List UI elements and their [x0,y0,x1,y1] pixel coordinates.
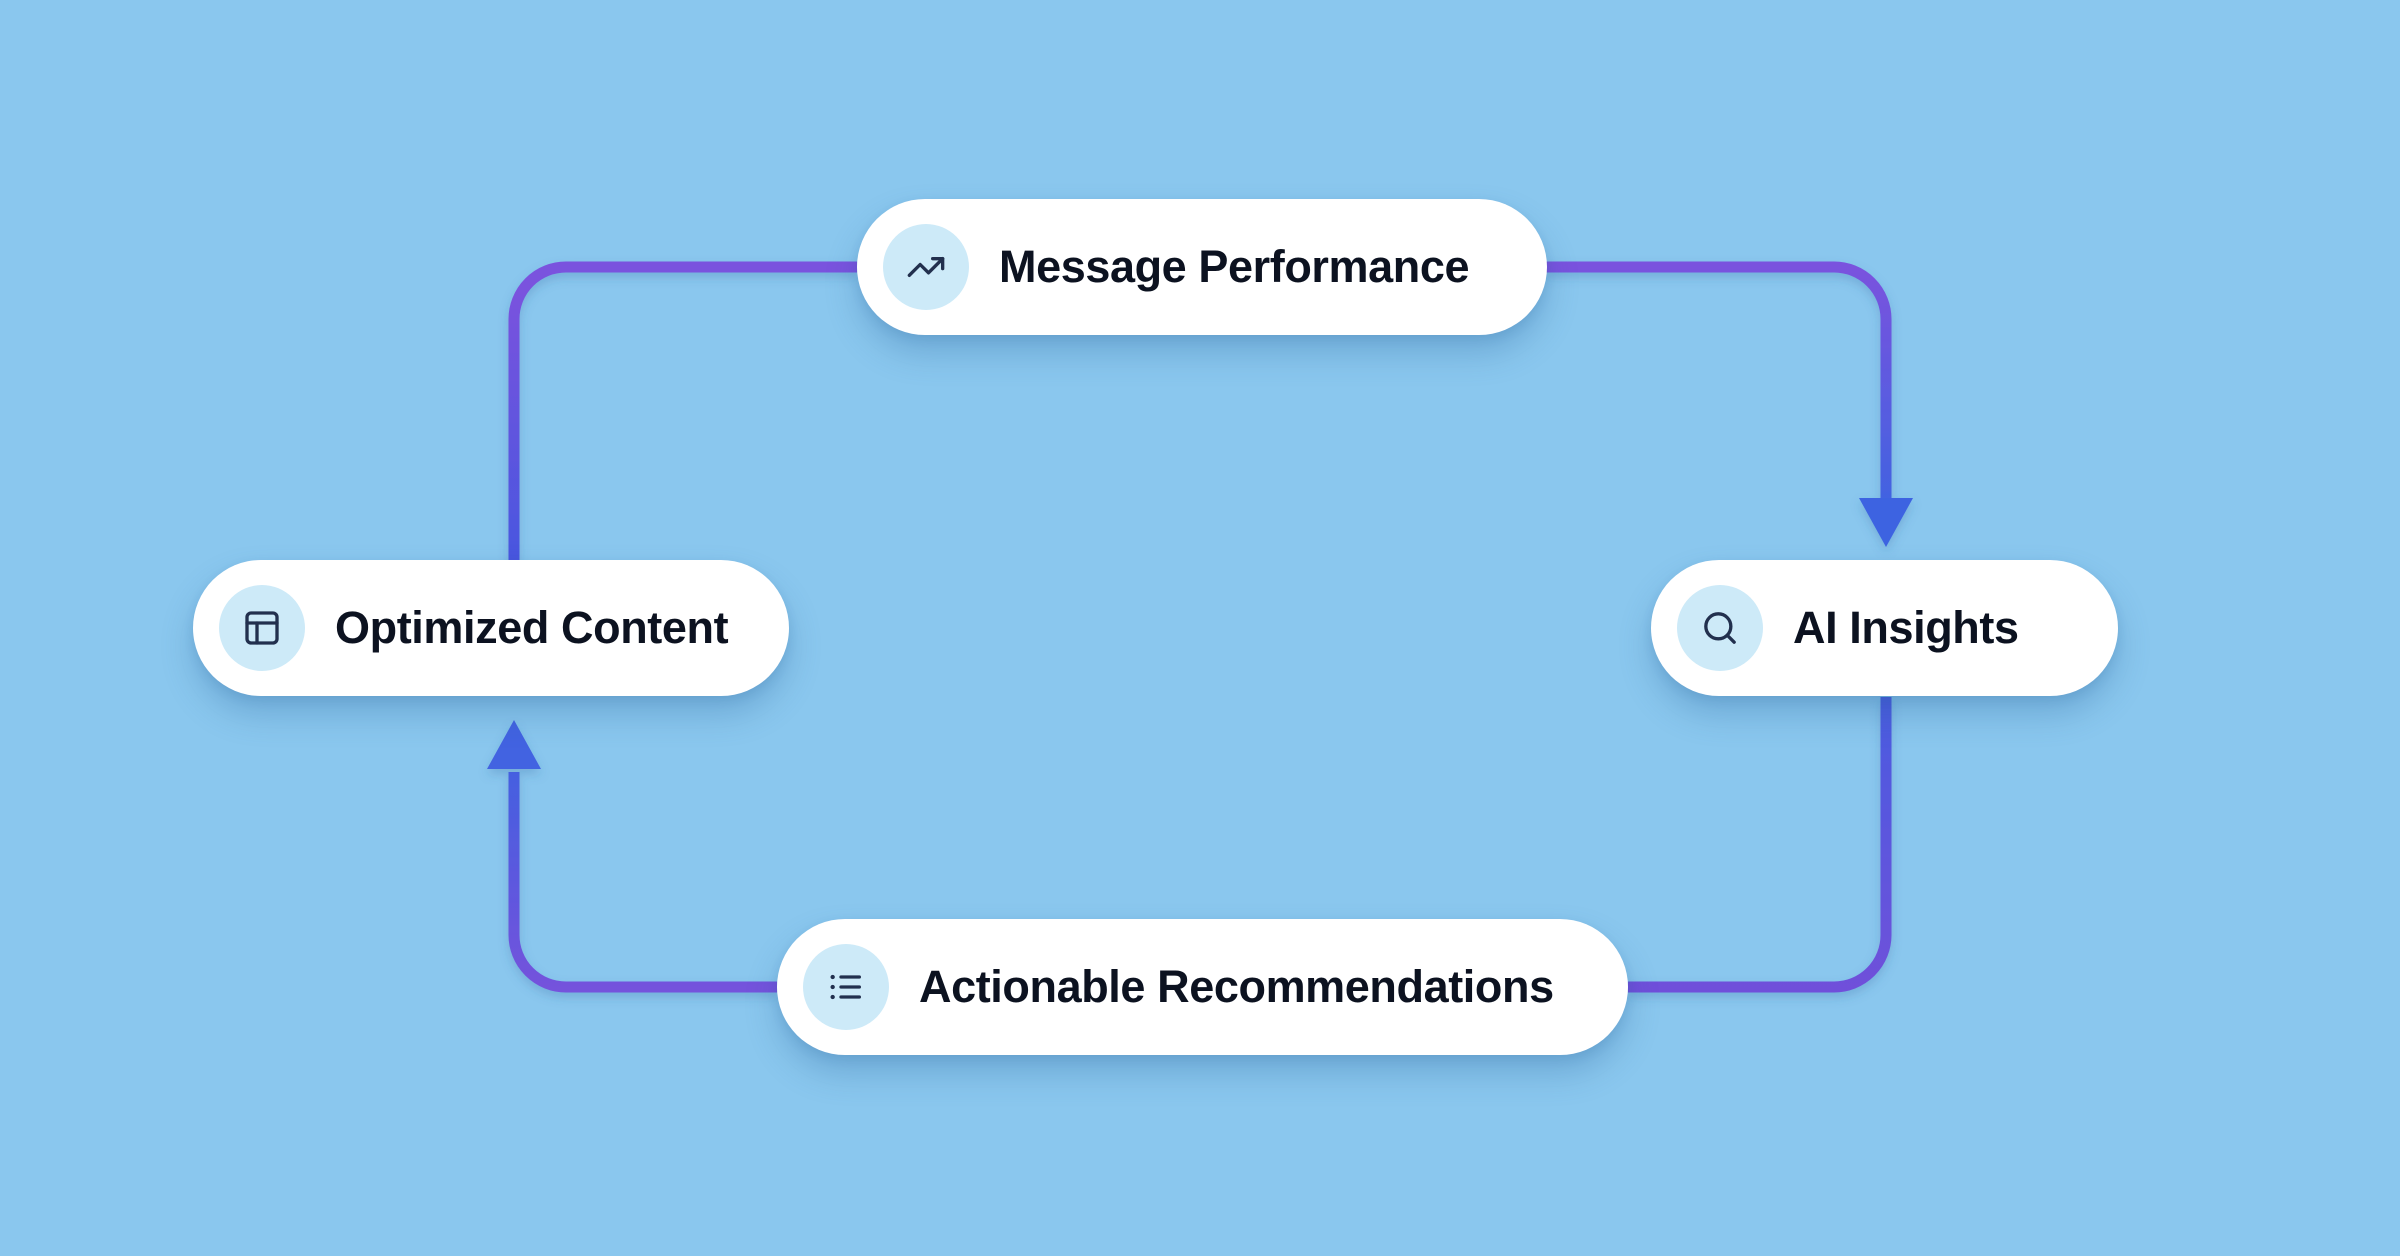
node-actionable-recommendations: Actionable Recommendations [777,919,1628,1055]
arrowhead-up-icon [487,720,541,769]
node-label: Actionable Recommendations [919,961,1554,1012]
node-ai-insights: AI Insights [1651,560,2118,696]
list-icon [830,974,861,1000]
node-label: Optimized Content [335,602,729,653]
node-message-performance: Message Performance [857,199,1547,335]
panels-layout-icon [245,611,279,645]
node-label: Message Performance [999,241,1470,292]
node-label: AI Insights [1793,602,2019,653]
icon-circle [1677,585,1763,671]
icon-circle [219,585,305,671]
edge-optimized-to-message [508,261,857,562]
edge-ai-to-actionable [1628,697,1892,993]
icon-circle [883,224,969,310]
edge-actionable-to-optimized [508,772,777,993]
node-optimized-content: Optimized Content [193,560,789,696]
edge-message-to-ai [1546,261,1892,503]
trending-up-icon [907,257,945,277]
arrowhead-down-icon [1859,498,1913,547]
icon-circle [803,944,889,1030]
search-icon [1704,612,1736,644]
